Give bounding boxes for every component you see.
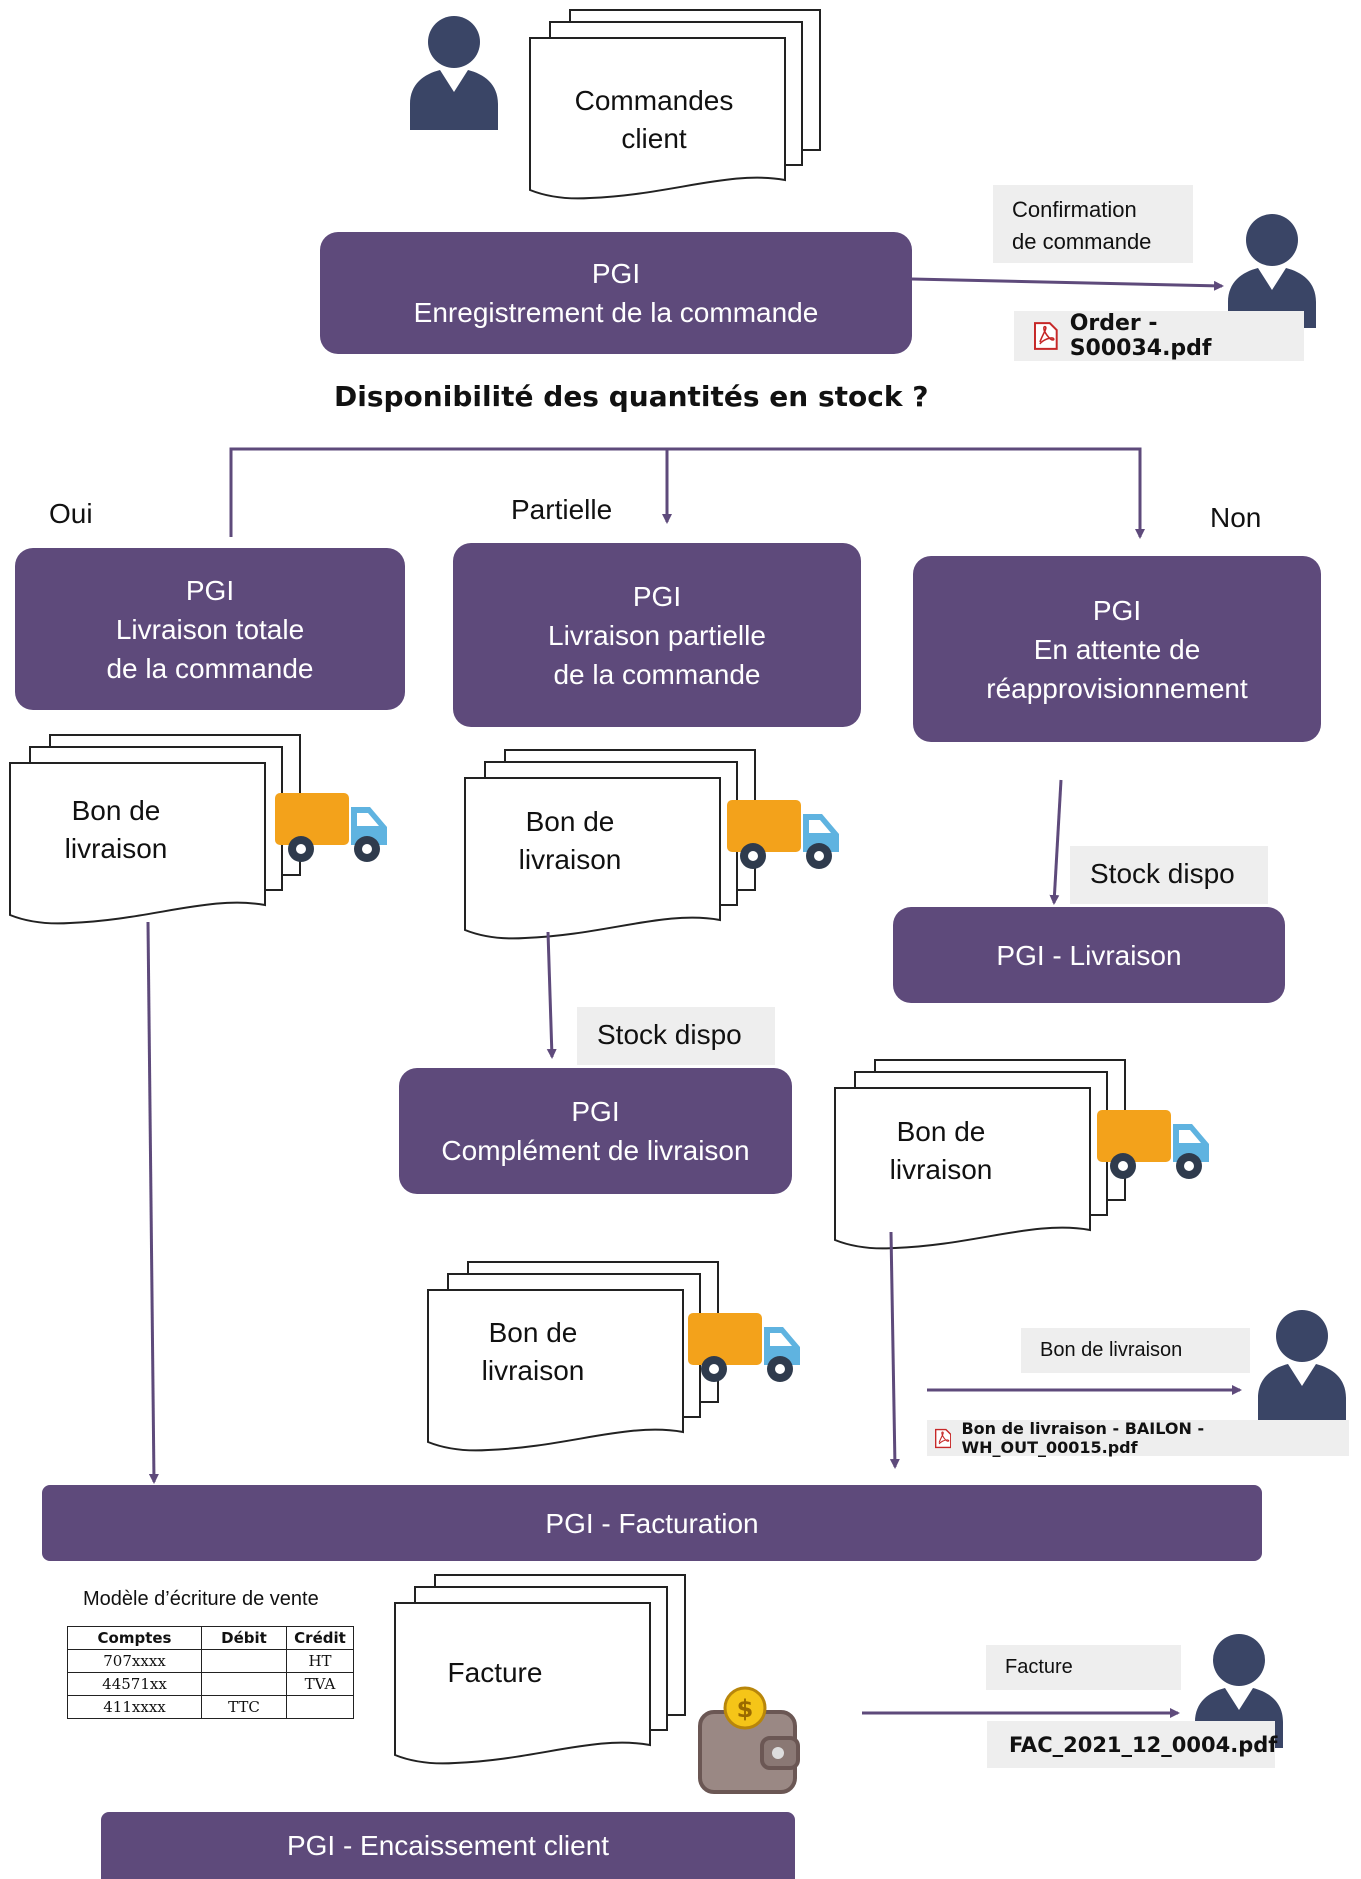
wallet-icon: $ <box>698 1686 800 1794</box>
label-line: de commande <box>1012 229 1152 254</box>
facture-label: Facture <box>986 1645 1181 1690</box>
branch-label-partielle: Partielle <box>511 494 613 525</box>
label-line: Confirmation <box>1012 197 1137 222</box>
branch-label-non: Non <box>1210 502 1262 533</box>
doc-line: Bon de <box>488 1317 578 1348</box>
box-line: réapprovisionnement <box>986 672 1248 704</box>
enregistrement-commande-box: PGI Enregistrement de la commande <box>320 232 912 354</box>
box-line: PGI <box>185 574 235 606</box>
box-line: PGI - Livraison <box>996 939 1182 971</box>
pdf-filename: Bon de livraison - BAILON - WH_OUT_00015… <box>961 1419 1205 1457</box>
box-line: PGI <box>1092 594 1142 626</box>
stock-dispo-label-partielle: Stock dispo <box>577 1007 775 1065</box>
box-line: Enregistrement de la commande <box>413 297 819 328</box>
table-cell: 44571xx <box>67 1672 202 1696</box>
pgi-facturation-box: PGI - Facturation <box>42 1485 1262 1561</box>
attente-reappro-box: PGI En attente de réapprovisionnement <box>913 556 1321 742</box>
facture-pdf-attachment[interactable]: FAC_2021_12_0004.pdf <box>987 1721 1278 1768</box>
box-line: PGI <box>591 258 641 289</box>
client-bon-label: Bon de livraison <box>1021 1328 1250 1373</box>
table-row: 44571xx TVA <box>67 1672 354 1696</box>
svg-text:$: $ <box>737 1695 754 1723</box>
table-row: 707xxxx HT <box>67 1649 354 1673</box>
ecriture-table: Comptes Débit Crédit 707xxxx HT 44571xx … <box>67 1626 354 1719</box>
box-line: PGI <box>571 1096 620 1127</box>
bon-livraison-doc-3: Bon de livraison <box>835 1113 1047 1189</box>
confirmation-label: Confirmation de commande <box>993 185 1193 263</box>
bon-livraison-doc-2: Bon de livraison <box>465 803 675 879</box>
pgi-encaissement-box: PGI - Encaissement client <box>101 1812 795 1879</box>
livraison-partielle-box: PGI Livraison partielle de la commande <box>453 543 861 727</box>
truck-icon-3 <box>1097 1110 1209 1179</box>
complement-livraison-box: PGI Complément de livraison <box>399 1068 792 1194</box>
pgi-livraison-box: PGI - Livraison <box>893 907 1285 1003</box>
doc-line: livraison <box>481 1355 585 1386</box>
modele-ecriture-title: Modèle d’écriture de vente <box>83 1588 319 1610</box>
stock-dispo-label-non: Stock dispo <box>1070 846 1268 904</box>
box-line: PGI - Encaissement client <box>286 1830 610 1861</box>
table-header: Comptes <box>67 1626 202 1650</box>
doc-line: client <box>621 123 687 154</box>
facture-doc: Facture <box>395 1654 595 1692</box>
order-pdf-attachment[interactable]: Order - S00034.pdf <box>1014 311 1304 361</box>
table-cell: HT <box>286 1649 354 1673</box>
doc-line: Facture <box>447 1657 543 1688</box>
doc-line: Bon de <box>525 806 615 837</box>
doc-line: Commandes <box>574 85 734 116</box>
box-line: Livraison partielle <box>548 619 766 651</box>
table-cell: 707xxxx <box>67 1649 202 1673</box>
box-line: de la commande <box>106 652 314 684</box>
doc-line: Bon de <box>71 795 161 826</box>
table-cell: 411xxxx <box>67 1695 202 1719</box>
table-header: Crédit <box>286 1626 354 1650</box>
pdf-icon <box>1034 322 1058 350</box>
truck-icon-1 <box>275 793 387 862</box>
doc-line: livraison <box>518 844 622 875</box>
table-header-row: Comptes Débit Crédit <box>67 1626 354 1650</box>
table-row: 411xxxx TTC <box>67 1695 354 1719</box>
pdf-icon <box>935 1428 952 1448</box>
person-icon-client-bon <box>1258 1310 1346 1424</box>
box-line: En attente de <box>1033 633 1201 665</box>
branch-label-oui: Oui <box>49 498 93 529</box>
stock-question-heading: Disponibilité des quantités en stock ? <box>334 380 929 413</box>
table-cell <box>201 1672 287 1696</box>
connector-arrows <box>146 277 1242 1718</box>
table-cell <box>201 1649 287 1673</box>
box-line: de la commande <box>553 658 761 690</box>
doc-line: Bon de <box>896 1116 986 1147</box>
livraison-totale-box: PGI Livraison totale de la commande <box>15 548 405 710</box>
table-header: Débit <box>201 1626 287 1650</box>
doc-line: livraison <box>889 1154 993 1185</box>
table-cell: TVA <box>286 1672 354 1696</box>
truck-icon-2 <box>727 800 839 869</box>
commandes-client-doc: Commandes client <box>530 82 778 158</box>
pdf-filename: FAC_2021_12_0004.pdf <box>1009 1732 1278 1757</box>
bon-livraison-pdf-attachment[interactable]: Bon de livraison - BAILON - WH_OUT_00015… <box>927 1419 1349 1457</box>
pdf-filename: Order - S00034.pdf <box>1069 311 1212 361</box>
box-line: Complément de livraison <box>441 1135 750 1166</box>
table-cell <box>286 1695 354 1719</box>
doc-line: livraison <box>64 833 168 864</box>
person-icon-client-top <box>410 16 498 130</box>
table-cell: TTC <box>201 1695 287 1719</box>
box-line: PGI <box>632 580 682 612</box>
truck-icon-4 <box>688 1313 800 1382</box>
bon-livraison-doc-4: Bon de livraison <box>428 1314 638 1390</box>
box-line: PGI - Facturation <box>545 1507 759 1539</box>
bon-livraison-doc-1: Bon de livraison <box>10 792 222 868</box>
box-line: Livraison totale <box>115 613 305 645</box>
